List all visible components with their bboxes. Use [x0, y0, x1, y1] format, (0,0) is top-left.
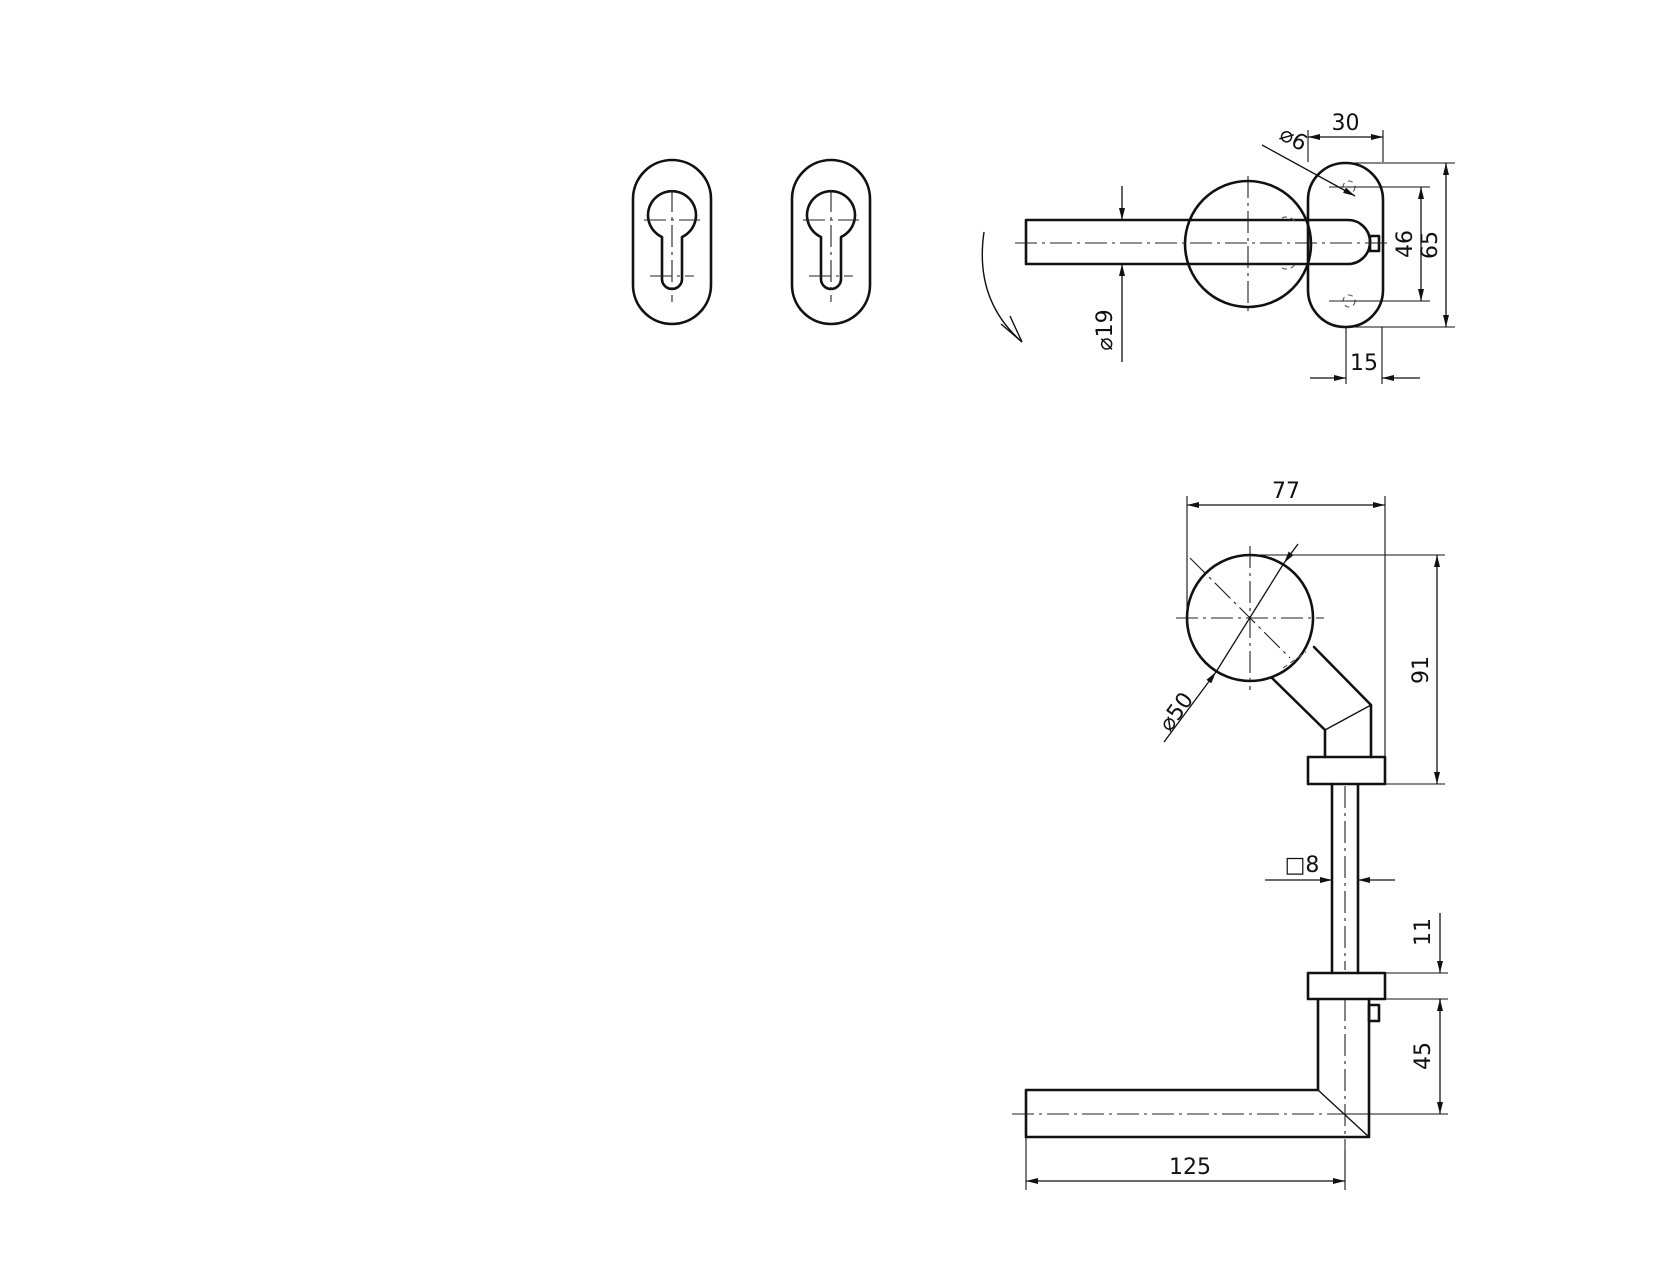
dim-handle-height: 45 — [1411, 1042, 1436, 1070]
dim-total-width: 77 — [1272, 479, 1300, 504]
dim-rosette-height: 65 — [1418, 231, 1443, 259]
dim-grip-diameter: ⌀19 — [1093, 309, 1118, 350]
dim-rosette-depth: 15 — [1350, 351, 1378, 376]
lever-top-view: 30 ⌀6 46 65 ⌀19 15 — [981, 111, 1455, 384]
dim-collar-thickness: 11 — [1411, 918, 1436, 946]
escutcheon-plate-right — [790, 158, 872, 326]
dim-rosette-width: 30 — [1332, 111, 1360, 136]
dim-hole-diameter: ⌀6 — [1275, 122, 1311, 157]
profile-cylinder-keyhole-icon — [646, 189, 698, 291]
escutcheon-plate-left — [631, 158, 713, 326]
dim-hole-spacing: 46 — [1393, 230, 1418, 258]
dim-spindle-square: □8 — [1285, 853, 1320, 878]
curved-rotation-arrow-icon — [981, 231, 1023, 343]
profile-cylinder-keyhole-icon — [805, 189, 857, 291]
dim-lever-length: 125 — [1169, 1155, 1211, 1180]
dim-neck-height: 91 — [1409, 656, 1434, 684]
lever-side-view: 77 ⌀50 91 □8 11 45 125 — [1012, 479, 1448, 1190]
dim-rosette-round-diameter: ⌀50 — [1155, 688, 1199, 736]
